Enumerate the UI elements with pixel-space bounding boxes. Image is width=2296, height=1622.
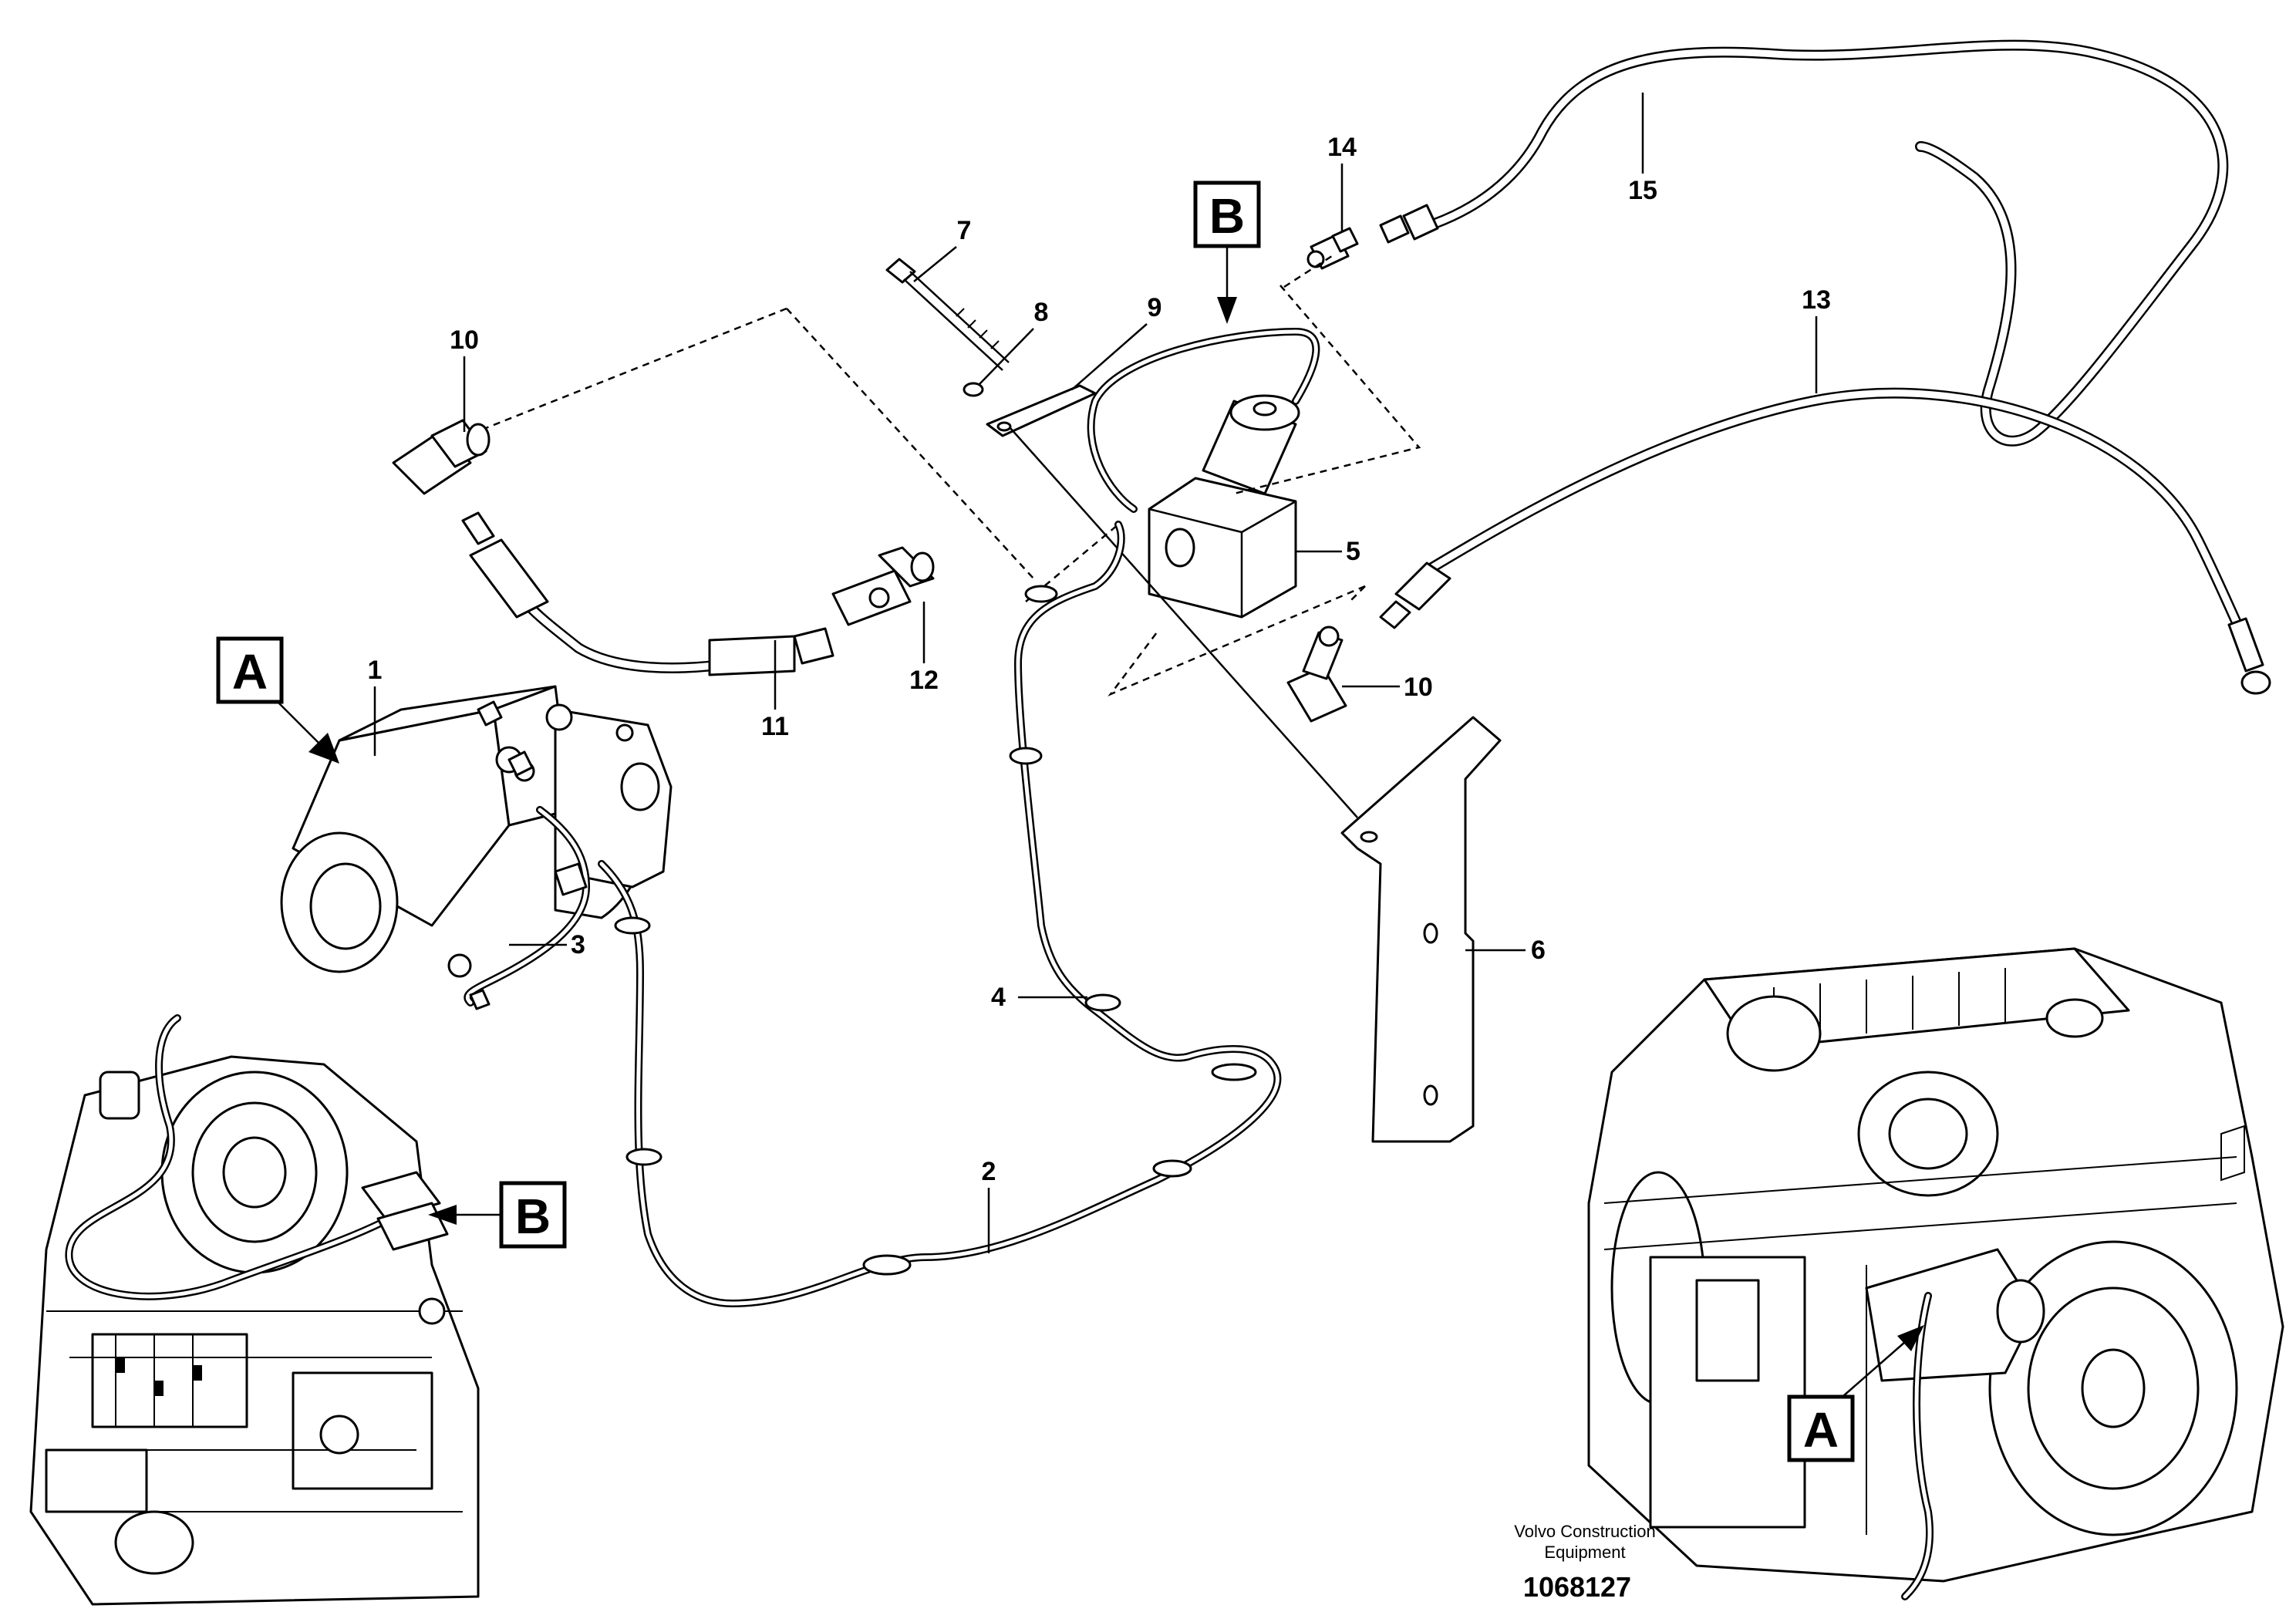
bolt-7: [885, 258, 1010, 371]
callout-6: 6: [1465, 936, 1546, 965]
solenoid-wire: [1087, 328, 1320, 513]
view-label-a-main: A: [216, 636, 339, 764]
svg-text:9: 9: [1148, 293, 1162, 322]
fitting-10-right: [1286, 626, 1347, 723]
callout-9: 9: [1071, 293, 1162, 390]
hose-13: [1379, 387, 2271, 695]
svg-text:13: 13: [1802, 285, 1831, 315]
svg-text:10: 10: [1404, 673, 1433, 702]
credit-line-2: Equipment: [1544, 1543, 1625, 1562]
credit-block: Volvo Construction Equipment 1068127: [1514, 1522, 1655, 1603]
fitting-10-left: [392, 419, 495, 545]
svg-text:14: 14: [1327, 133, 1357, 162]
hose-15: [1379, 39, 2229, 447]
svg-text:B: B: [1209, 188, 1245, 244]
callout-5: 5: [1296, 537, 1360, 566]
view-label-b-transmission: B: [428, 1181, 567, 1249]
view-label-a-engine: A: [1787, 1325, 1924, 1462]
svg-text:12: 12: [909, 666, 939, 695]
callout-10-right: 10: [1342, 673, 1433, 702]
tee-fitting-12: [831, 546, 935, 626]
document-number: 1068127: [1523, 1571, 1631, 1603]
callout-7: 7: [913, 216, 972, 282]
view-label-b-main: B: [1193, 180, 1261, 324]
svg-text:1: 1: [368, 656, 383, 685]
starter-motor-1: [280, 685, 673, 973]
callout-14: 14: [1327, 133, 1357, 231]
svg-text:11: 11: [761, 712, 789, 741]
plate-9: [986, 384, 1097, 437]
transmission-overview: [29, 1014, 480, 1606]
callout-1: 1: [368, 656, 383, 756]
bracket-6: [1010, 427, 1502, 1143]
valve-5: [1148, 394, 1300, 619]
dashed-leaders: [485, 253, 1421, 696]
svg-text:3: 3: [571, 930, 585, 959]
callout-13: 13: [1802, 285, 1831, 393]
credit-line-1: Volvo Construction: [1514, 1522, 1655, 1541]
callout-12: 12: [909, 602, 939, 695]
svg-text:A: A: [232, 644, 268, 700]
callout-8: 8: [979, 298, 1049, 385]
callout-3: 3: [509, 930, 585, 959]
svg-text:B: B: [515, 1189, 551, 1244]
svg-text:6: 6: [1531, 936, 1546, 965]
engine-overview: [1587, 947, 2284, 1600]
callout-11: 11: [761, 640, 789, 741]
harness-2: [598, 521, 1282, 1307]
svg-text:15: 15: [1628, 176, 1657, 205]
svg-text:8: 8: [1034, 298, 1049, 327]
callout-4: 4: [991, 983, 1087, 1012]
svg-text:2: 2: [982, 1157, 996, 1186]
callout-10-left: 10: [450, 325, 479, 432]
washer-8: [963, 382, 984, 397]
svg-text:5: 5: [1346, 537, 1360, 566]
svg-text:7: 7: [957, 216, 972, 245]
callout-15: 15: [1628, 93, 1657, 205]
svg-text:10: 10: [450, 325, 479, 355]
hose-11: [469, 538, 834, 676]
svg-text:A: A: [1803, 1402, 1839, 1458]
cable-ties-4: [614, 585, 1257, 1276]
callout-2: 2: [982, 1157, 996, 1253]
svg-text:4: 4: [991, 983, 1006, 1012]
fitting-14: [1306, 227, 1359, 270]
cable-3: [447, 806, 590, 1010]
